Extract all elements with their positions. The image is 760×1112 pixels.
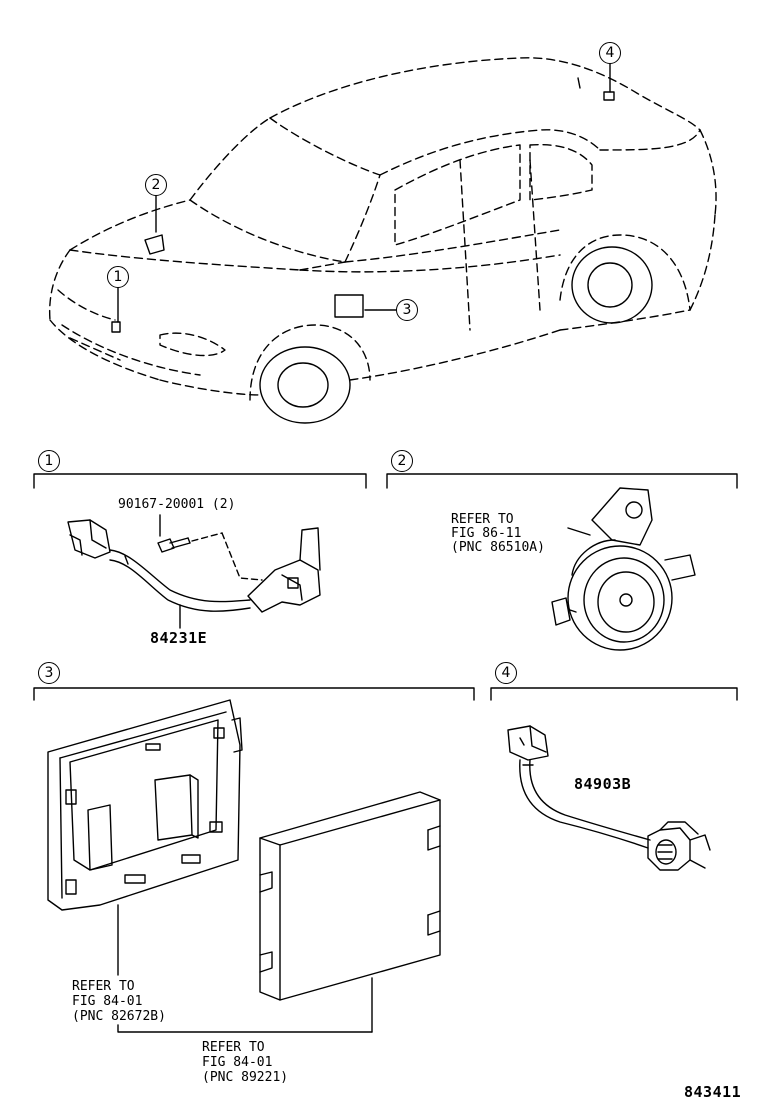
callout-3: 3	[396, 299, 418, 321]
horn-ref-line-3: (PNC 86510A)	[451, 540, 545, 555]
bracket-ref-line-3: (PNC 82672B)	[72, 1009, 166, 1024]
ecu-ref-line-3: (PNC 89221)	[202, 1070, 289, 1085]
harness-4-part-number: 84903B	[574, 775, 632, 793]
section-label-4: 4	[495, 662, 517, 684]
harness-1-solid-leaders	[159, 514, 181, 629]
callout-2: 2	[145, 174, 167, 196]
figure-id: 843411	[684, 1083, 742, 1101]
horn-ref-line-1: REFER TO	[451, 512, 514, 527]
section-label-2: 2	[391, 450, 413, 472]
callout-4: 4	[599, 42, 621, 64]
car-part-markers	[111, 77, 615, 333]
section-label-1: 1	[38, 450, 60, 472]
ecu-ref-line-1: REFER TO	[202, 1040, 265, 1055]
bracket-ref-line-1: REFER TO	[72, 979, 135, 994]
bolt-part-number: 90167-20001 (2)	[118, 497, 236, 512]
car-wheels	[259, 246, 653, 424]
ecu-bracket-drawing	[47, 699, 243, 976]
harness-1-drawing	[67, 519, 321, 613]
ecu-drawing	[117, 791, 441, 1033]
ecu-ref-line-2: FIG 84-01	[202, 1055, 273, 1070]
callout-1: 1	[107, 266, 129, 288]
harness-4-drawing	[507, 725, 711, 871]
section-brackets	[33, 473, 738, 701]
harness-1-part-number: 84231E	[150, 629, 208, 647]
section-label-3: 3	[38, 662, 60, 684]
callout-leaders	[117, 63, 611, 323]
bracket-ref-line-2: FIG 84-01	[72, 994, 143, 1009]
horn-drawing	[551, 487, 696, 651]
horn-ref-line-2: FIG 86-11	[451, 526, 522, 541]
harness-1-leaders	[191, 532, 263, 581]
car-outline	[48, 57, 717, 401]
